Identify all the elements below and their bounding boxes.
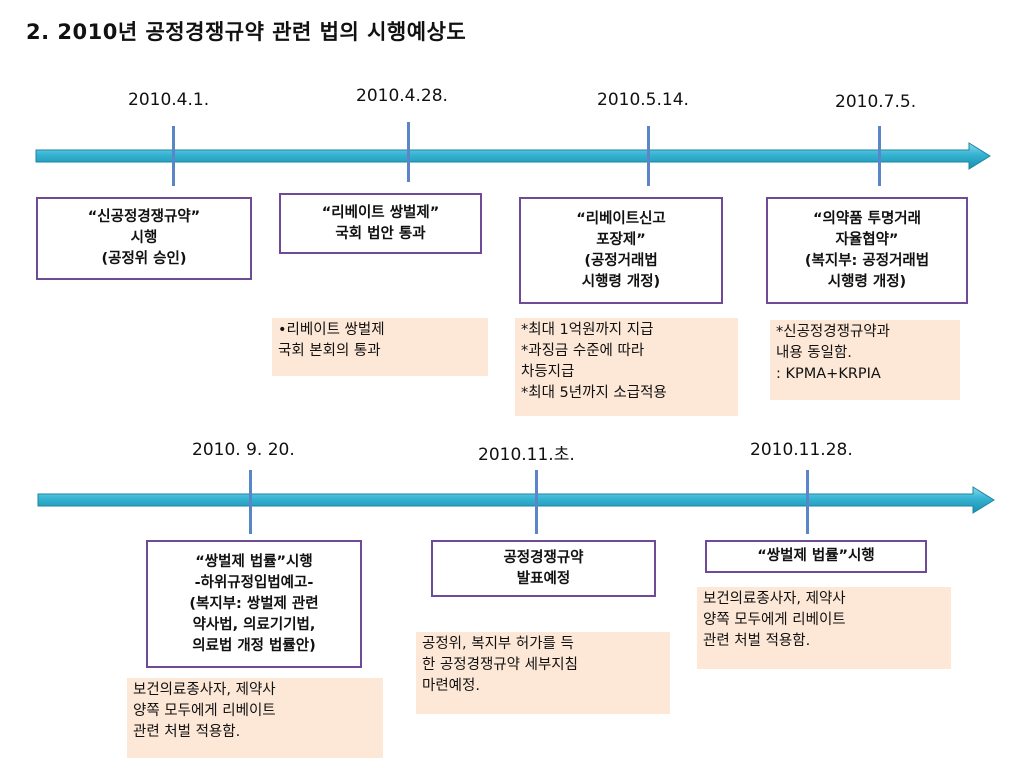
note-penalty-both-sides-1: 보건의료종사자, 제약사 양쪽 모두에게 리베이트 관련 처벌 적용함. xyxy=(127,678,383,758)
event-box-rebate-report-reward: “리베이트신고 포장제” (공정거래법 시행령 개정) xyxy=(519,197,723,304)
note-detailed-guidelines: 공정위, 복지부 허가를 득 한 공정경쟁규약 세부지침 마련예정. xyxy=(416,632,670,714)
note-penalty-both-sides-2: 보건의료종사자, 제약사 양쪽 모두에게 리베이트 관련 처벌 적용함. xyxy=(697,587,951,669)
timeline1-tick-2 xyxy=(407,122,410,182)
timeline-arrow-1 xyxy=(35,142,991,170)
note-agreement-details: *신공정경쟁규약과 내용 동일함. : KPMA+KRPIA xyxy=(770,320,960,400)
page-title: 2. 2010년 공정경쟁규약 관련 법의 시행예상도 xyxy=(26,20,467,44)
timeline2-tick-3 xyxy=(806,470,809,534)
timeline2-date-1: 2010. 9. 20. xyxy=(192,440,295,460)
timeline1-date-3: 2010.5.14. xyxy=(597,90,689,110)
timeline2-date-2: 2010.11.초. xyxy=(478,445,575,465)
event-box-new-fair-competition-code: “신공정경쟁규약” 시행 (공정위 승인) xyxy=(36,197,252,280)
timeline-arrow-2 xyxy=(37,486,995,514)
timeline1-tick-1 xyxy=(172,126,175,186)
event-box-rebate-dual-punishment-bill: “리베이트 쌍벌제” 국회 법안 통과 xyxy=(279,193,482,254)
timeline1-date-2: 2010.4.28. xyxy=(356,86,448,106)
timeline1-tick-4 xyxy=(878,126,881,186)
timeline1-tick-3 xyxy=(647,126,650,186)
note-report-reward-details: *최대 1억원까지 지급 *과징금 수준에 따라 차등지급 *최대 5년까지 소… xyxy=(515,318,738,416)
timeline2-date-3: 2010.11.28. xyxy=(750,440,853,460)
timeline1-date-4: 2010.7.5. xyxy=(835,92,917,112)
event-box-fair-competition-code-announce: 공정경쟁규약 발표예정 xyxy=(431,540,656,597)
event-box-dual-punishment-law-enforced-2: “쌍벌제 법률”시행 xyxy=(705,540,927,573)
note-rebate-plenary-pass: •리베이트 쌍벌제 국회 본회의 통과 xyxy=(272,318,488,376)
event-box-drug-transparent-trade-agreement: “의약품 투명거래 자율협약” (복지부: 공정거래법 시행령 개정) xyxy=(766,197,968,304)
timeline1-date-1: 2010.4.1. xyxy=(128,90,210,110)
timeline2-tick-1 xyxy=(249,470,252,534)
timeline2-tick-2 xyxy=(535,470,538,534)
event-box-dual-punishment-law-enforced: “쌍벌제 법률”시행 -하위규정입법예고- (복지부: 쌍벌제 관련 약사법, … xyxy=(146,540,362,668)
